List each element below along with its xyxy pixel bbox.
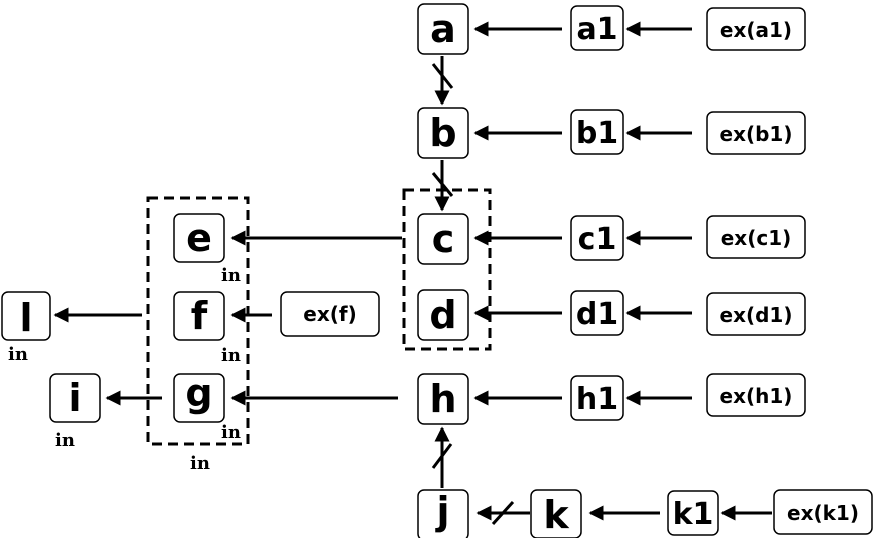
node-exk1-box bbox=[773, 489, 873, 535]
node-j-box bbox=[417, 489, 469, 538]
blocked-slash-b-c bbox=[431, 172, 454, 197]
node-exc1-box bbox=[706, 215, 806, 259]
node-exd1-label: ex(d1) bbox=[720, 303, 793, 327]
node-k1-box bbox=[667, 490, 719, 536]
blocked-slash-a-b bbox=[431, 63, 454, 89]
node-b1-label: b1 bbox=[576, 116, 618, 151]
node-i-box bbox=[49, 373, 101, 423]
group-cd-dashed bbox=[402, 188, 492, 351]
node-h1-label: h1 bbox=[576, 382, 618, 417]
node-d-label: d bbox=[429, 293, 456, 337]
node-a-label: a bbox=[430, 7, 456, 51]
node-d-box bbox=[417, 289, 469, 341]
node-exd1-box bbox=[706, 292, 806, 336]
node-h-label: h bbox=[429, 377, 456, 421]
node-exa1-label: ex(a1) bbox=[720, 18, 792, 42]
node-exb1-box bbox=[706, 111, 806, 155]
group-efg-dashed bbox=[146, 196, 250, 446]
node-c-label: c bbox=[432, 217, 455, 261]
node-c-box bbox=[417, 213, 469, 265]
node-exf-label: ex(f) bbox=[303, 302, 356, 326]
node-e-box bbox=[173, 213, 225, 263]
blocked-slash-j-h bbox=[431, 443, 453, 469]
node-exf-box bbox=[280, 291, 380, 337]
node-k1-label: k1 bbox=[673, 497, 714, 532]
node-k-box bbox=[530, 489, 582, 538]
node-h-box bbox=[417, 373, 469, 425]
node-exa1-box bbox=[706, 7, 806, 51]
node-e-label: e bbox=[186, 216, 212, 260]
in-label-group: in bbox=[190, 453, 210, 474]
node-f-label: f bbox=[191, 294, 208, 338]
in-label-g: in bbox=[221, 422, 241, 443]
blocked-slash-k-j bbox=[491, 500, 515, 526]
node-exb1-label: ex(b1) bbox=[720, 122, 793, 146]
node-k-label: k bbox=[543, 493, 569, 537]
node-h1-box bbox=[570, 375, 624, 421]
node-a1-box bbox=[570, 5, 624, 51]
in-label-i: in bbox=[55, 430, 75, 451]
node-g-box bbox=[173, 373, 225, 423]
node-b1-box bbox=[570, 109, 624, 155]
node-c1-label: c1 bbox=[578, 222, 617, 257]
node-a-box bbox=[417, 3, 469, 55]
node-f-box bbox=[173, 291, 225, 341]
node-exh1-label: ex(h1) bbox=[720, 384, 793, 408]
node-l-box bbox=[1, 291, 51, 341]
node-exk1-label: ex(k1) bbox=[787, 501, 859, 525]
node-g-label: g bbox=[185, 371, 212, 415]
node-d1-box bbox=[570, 290, 624, 336]
in-label-f: in bbox=[221, 345, 241, 366]
node-c1-box bbox=[570, 215, 624, 261]
in-label-l: in bbox=[8, 344, 28, 365]
node-exh1-box bbox=[706, 373, 806, 417]
node-a1-label: a1 bbox=[576, 12, 617, 47]
node-d1-label: d1 bbox=[576, 297, 618, 332]
node-i-label: i bbox=[68, 376, 81, 420]
node-exc1-label: ex(c1) bbox=[721, 226, 792, 250]
node-j-label: j bbox=[434, 489, 449, 533]
in-label-e: in bbox=[221, 265, 241, 286]
node-b-label: b bbox=[429, 111, 456, 155]
node-l-label: l bbox=[19, 296, 32, 340]
node-b-box bbox=[417, 107, 469, 159]
